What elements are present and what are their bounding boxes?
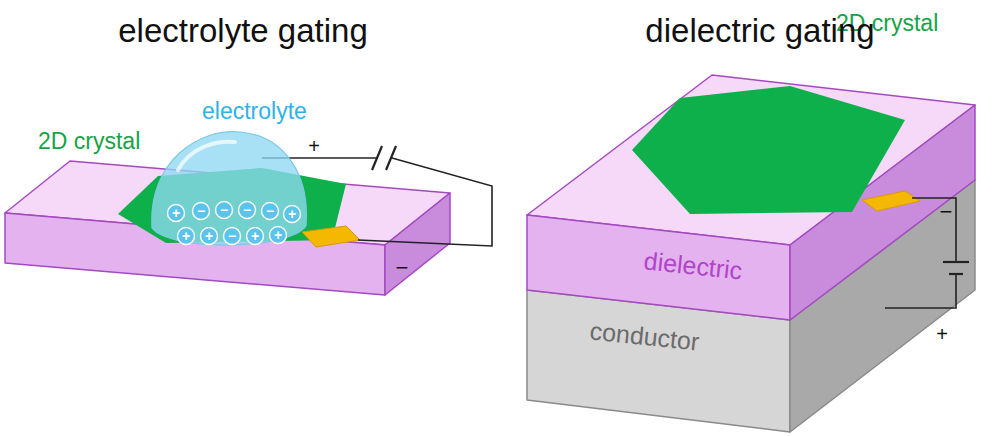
ion-sign: +	[251, 229, 259, 243]
ion-sign: +	[274, 228, 282, 242]
ion-ring	[193, 203, 210, 220]
ion-ring	[239, 202, 256, 219]
right-contact	[862, 191, 920, 211]
ion-ring	[168, 205, 185, 222]
ion-ring	[201, 228, 218, 245]
polarity-sign: −	[396, 257, 409, 279]
ion-sign: −	[243, 203, 251, 217]
ion-ring	[270, 227, 287, 244]
panel-title: dielectric gating	[645, 14, 874, 47]
ion-ring	[224, 228, 241, 245]
ion-rings	[168, 202, 301, 245]
panel-title: electrolyte gating	[118, 14, 367, 47]
ion-sign: −	[228, 229, 236, 243]
drop-highlight	[178, 142, 235, 170]
ion-sign: −	[220, 203, 228, 217]
ion-ring	[247, 228, 264, 245]
polarity-sign: +	[936, 324, 948, 344]
left-contact	[302, 226, 360, 247]
polarity-sign: −	[940, 201, 953, 223]
ion-ring	[284, 206, 301, 223]
electrolyte-drop	[152, 132, 307, 245]
ion-sign: +	[182, 229, 190, 243]
crystal-label: 2D crystal	[36, 126, 144, 157]
ion-sign: +	[172, 206, 180, 220]
ion-sign: −	[266, 204, 274, 218]
right-2d-crystal	[632, 86, 905, 214]
ion-sign: −	[197, 204, 205, 218]
ion-sign: +	[205, 229, 213, 243]
ion-ring	[216, 202, 233, 219]
ion-ring	[262, 203, 279, 220]
electrolyte-label: electrolyte	[200, 96, 311, 127]
shape-label: electrolyte	[202, 98, 309, 125]
right-wire	[885, 198, 969, 308]
ion-ring	[178, 228, 195, 245]
shape-label: 2D crystal	[38, 128, 142, 155]
ion-sign: +	[288, 207, 296, 221]
dielectric-layer	[527, 75, 975, 320]
polarity-sign: +	[308, 136, 320, 156]
